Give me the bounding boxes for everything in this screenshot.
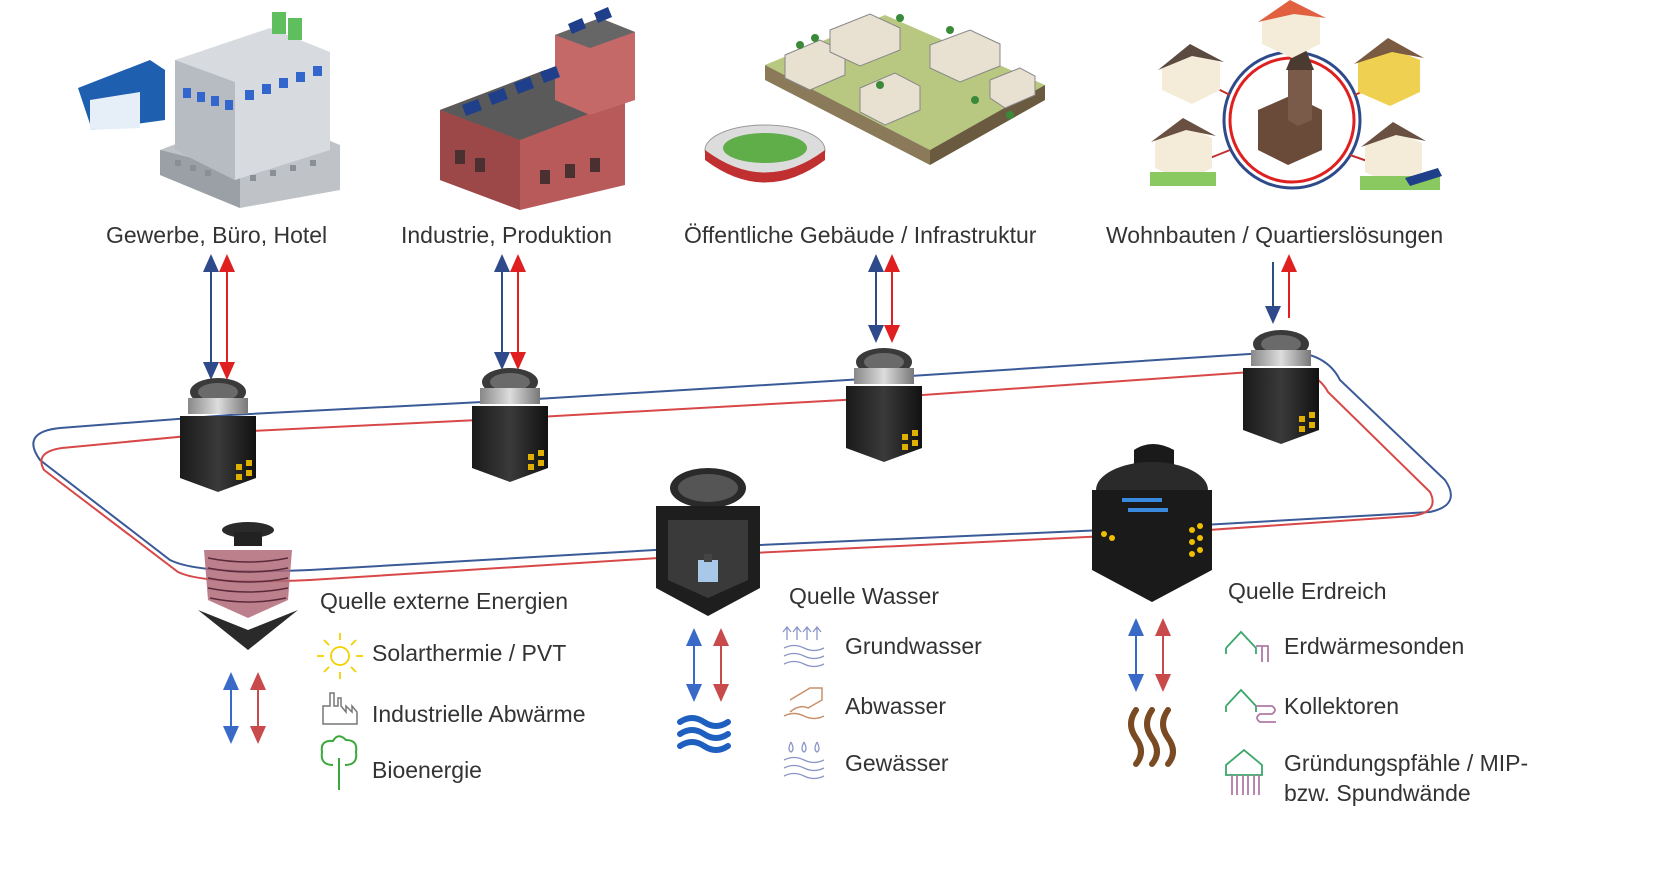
category-label-wohnbauten: Wohnbauten / Quartierslösungen (1106, 222, 1444, 248)
source-shaft-erdreich (1092, 444, 1212, 602)
stadium (704, 124, 826, 183)
source-title-extern: Quelle externe Energien (320, 588, 569, 614)
water-waves-icon (677, 715, 731, 753)
factory-illustration (440, 7, 635, 210)
foundation-pile-icon (1225, 748, 1263, 795)
source-arrows (223, 618, 1171, 744)
collector-icon (1225, 688, 1276, 723)
source-item-sewage: Abwasser (845, 693, 946, 719)
source-item-bioenergy: Bioenergie (372, 757, 482, 783)
source-shaft-extern (198, 522, 298, 650)
factory-icon (322, 692, 358, 725)
transfer-station-1 (180, 378, 256, 492)
house-1 (1158, 44, 1224, 104)
category-arrows (203, 254, 1297, 380)
source-item-groundwater: Grundwasser (845, 633, 982, 659)
transfer-station-3 (846, 348, 922, 462)
category-label-gewerbe: Gewerbe, Büro, Hotel (106, 222, 328, 248)
sun-icon (317, 633, 363, 679)
source-item-water-body: Gewässer (845, 750, 949, 776)
water-body-icon (783, 741, 825, 780)
transfer-station-2 (472, 368, 548, 482)
source-item-collectors: Kollektoren (1284, 693, 1400, 719)
groundwater-icon (782, 625, 825, 668)
borehole-icon (1225, 630, 1269, 662)
category-label-industrie: Industrie, Produktion (401, 222, 612, 248)
tree-icon (320, 735, 358, 790)
residential-illustration (1150, 0, 1442, 190)
category-label-oeffentlich: Öffentliche Gebäude / Infrastruktur (684, 222, 1037, 248)
source-item-industrial-waste-heat: Industrielle Abwärme (372, 701, 586, 727)
earth-heat-icon (1128, 707, 1176, 767)
foundation-piles-line-1: Gründungspfähle / MIP- (1284, 750, 1529, 776)
source-title-erdreich: Quelle Erdreich (1228, 578, 1387, 604)
transfer-station-4 (1243, 330, 1319, 444)
source-shaft-wasser (656, 468, 760, 616)
sewage-icon (783, 687, 825, 720)
house-3 (1354, 38, 1424, 106)
source-item-foundation-piles: Gründungspfähle / MIP- bzw. Spundwände (1284, 748, 1584, 808)
campus-illustration (704, 13, 1045, 183)
foundation-piles-line-2: bzw. Spundwände (1284, 780, 1471, 806)
source-title-wasser: Quelle Wasser (789, 583, 939, 609)
house-5 (1360, 122, 1442, 190)
source-item-borehole: Erdwärmesonden (1284, 633, 1465, 659)
office-building-illustration (78, 12, 340, 208)
house-2 (1258, 0, 1326, 58)
house-4 (1150, 118, 1216, 186)
source-item-solar: Solarthermie / PVT (372, 640, 567, 666)
